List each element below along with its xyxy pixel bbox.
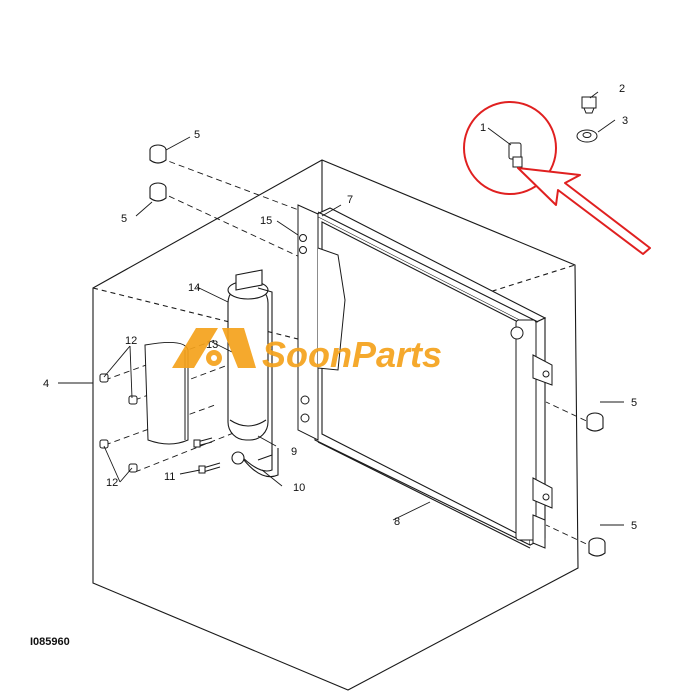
callout-3: 3 (622, 115, 628, 127)
watermark-brand-text: SoonParts (262, 334, 442, 375)
callout-5-top-1: 5 (194, 129, 200, 141)
hose (231, 448, 279, 478)
soonparts-watermark: SoonParts (172, 328, 442, 375)
callout-1: 1 (480, 122, 486, 134)
bolt (128, 463, 138, 473)
callout-11: 11 (164, 471, 175, 483)
callout-5-right-2: 5 (631, 520, 637, 532)
rubber-mount (588, 537, 606, 557)
bolt (128, 395, 138, 405)
callout-labels: 1 2 3 5 5 5 5 4 7 8 9 10 11 12 12 13 14 … (43, 83, 637, 532)
highlight-arrow (517, 167, 651, 255)
callout-leaders (58, 91, 624, 526)
callout-7: 7 (347, 194, 353, 206)
receiver-drier (227, 269, 273, 461)
callout-12-bottom: 12 (106, 477, 118, 489)
callout-5-right-1: 5 (631, 397, 637, 409)
drawing-number: I085960 (30, 636, 70, 648)
callout-10: 10 (293, 482, 305, 494)
bracket-plate (297, 204, 346, 441)
callout-9: 9 (291, 446, 297, 458)
bolt (99, 439, 109, 449)
condenser-side-tank (510, 319, 553, 549)
callout-12-top: 12 (125, 335, 137, 347)
screw (581, 96, 597, 114)
rubber-mount (149, 144, 167, 164)
callout-2: 2 (619, 83, 625, 95)
rubber-mount (149, 182, 167, 202)
callout-5-top-2: 5 (121, 213, 127, 225)
condenser-core (314, 207, 547, 549)
callout-8: 8 (394, 516, 400, 528)
bolt (99, 373, 109, 383)
highlight-circle (463, 101, 557, 195)
callout-14: 14 (188, 282, 200, 294)
callout-15: 15 (260, 215, 272, 227)
bolt (193, 437, 213, 448)
watermark-logo-icon (172, 328, 256, 368)
rubber-mounts (149, 144, 606, 557)
pressure-switch (508, 142, 523, 168)
washer (576, 129, 598, 143)
callout-4: 4 (43, 378, 49, 390)
bolts (99, 373, 221, 474)
bolt (198, 462, 221, 474)
rubber-mount (586, 412, 604, 432)
